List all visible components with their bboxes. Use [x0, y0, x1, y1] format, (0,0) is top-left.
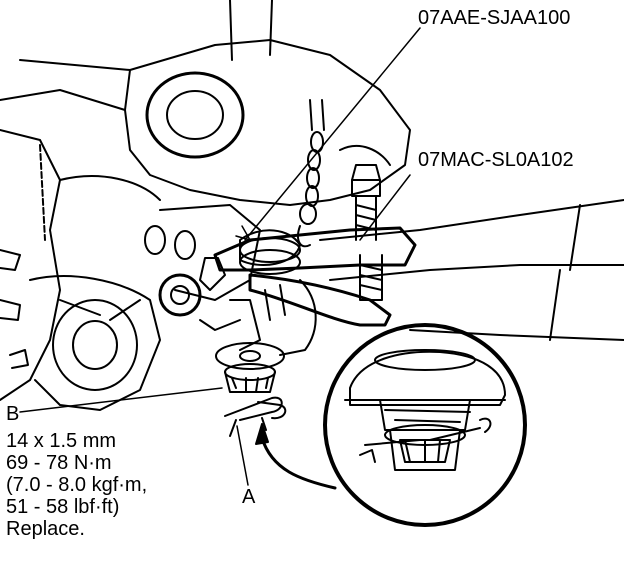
- spec-thread: 14 x 1.5 mm: [6, 430, 117, 452]
- cotter-pin-a: [224, 396, 287, 437]
- lower-control-arm: [319, 199, 624, 341]
- castle-nut-b: [215, 342, 285, 393]
- detail-arrow: [260, 436, 337, 490]
- tool-label-upper: 07AAE-SJAA100: [418, 7, 571, 29]
- upper-control-arm: [0, 0, 411, 206]
- spec-torque-lbfft: 51 - 58 lbf·ft): [6, 496, 120, 518]
- leader-tool-lower: [359, 174, 411, 241]
- ball-joint-remover-tool: [199, 164, 417, 327]
- leader-part-b: [19, 387, 223, 413]
- detail-inset: [323, 323, 527, 527]
- leader-tool-upper: [244, 27, 421, 241]
- spec-replace: Replace.: [6, 518, 85, 540]
- tool-label-lower: 07MAC-SL0A102: [418, 149, 574, 171]
- leader-lines: [19, 27, 421, 486]
- steering-knuckle: [0, 129, 317, 411]
- spec-torque-nm: 69 - 78 N·m: [6, 452, 112, 474]
- part-a-label: A: [242, 486, 256, 508]
- part-b-label: B: [6, 403, 20, 425]
- detail-arrow-head: [255, 423, 269, 445]
- spec-torque-kgfm: (7.0 - 8.0 kgf·m,: [6, 474, 148, 496]
- safety-chain: [297, 99, 325, 248]
- leader-part-a: [236, 425, 249, 486]
- leader-arrow-tool-upper: [235, 225, 251, 241]
